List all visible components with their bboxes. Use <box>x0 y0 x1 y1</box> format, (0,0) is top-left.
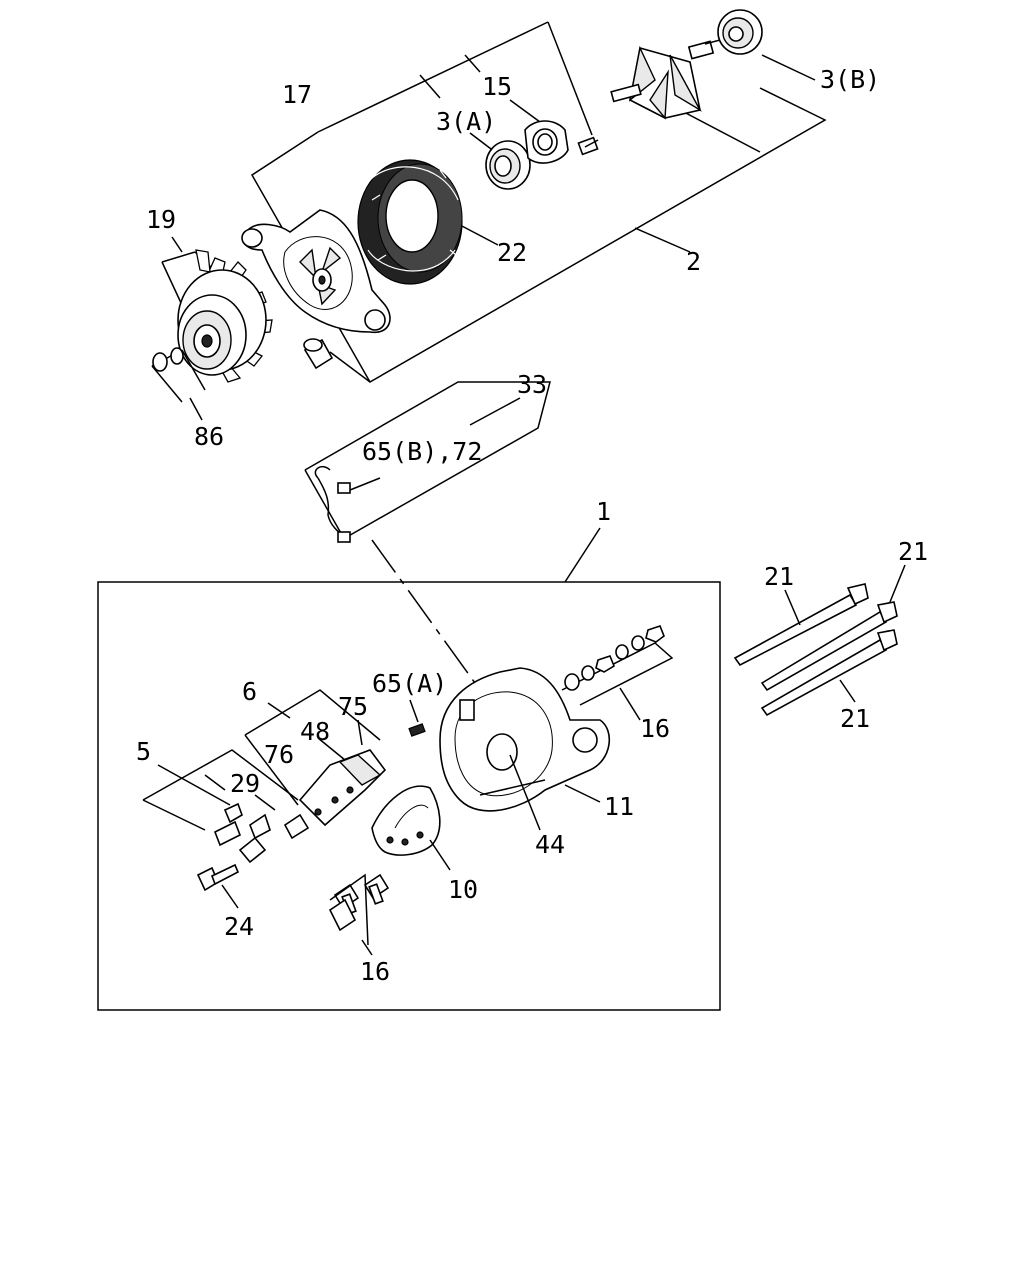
label-10: 10 <box>448 875 478 904</box>
bushing <box>303 338 334 370</box>
brush-holder-group <box>244 689 426 827</box>
label-21-right: 21 <box>898 537 928 566</box>
label-21-bottom: 21 <box>840 704 870 733</box>
label-2: 2 <box>686 247 701 276</box>
stator-22 <box>357 159 463 285</box>
label-17: 17 <box>282 80 312 109</box>
label-16-upper: 16 <box>640 714 670 743</box>
pulley-fan-19 <box>161 249 273 383</box>
harness-33 <box>304 381 551 691</box>
front-frame <box>241 209 391 334</box>
label-48: 48 <box>300 717 330 746</box>
label-29: 29 <box>230 769 260 798</box>
label-22: 22 <box>497 238 527 267</box>
label-5: 5 <box>136 737 151 766</box>
label-16-lower: 16 <box>360 957 390 986</box>
label-76: 76 <box>264 740 294 769</box>
washer-nut-86 <box>151 347 206 403</box>
label-1: 1 <box>596 497 611 526</box>
label-44: 44 <box>535 830 565 859</box>
rear-housing-11 <box>439 667 611 831</box>
label-75: 75 <box>338 692 368 721</box>
bolts-16-lower <box>328 873 390 956</box>
label-15: 15 <box>482 72 512 101</box>
label-19: 19 <box>146 205 176 234</box>
nuts-washers-16 <box>561 625 674 721</box>
bolt-24 <box>196 863 240 909</box>
retainer-plate-15 <box>524 120 569 164</box>
label-11: 11 <box>604 792 634 821</box>
rotor <box>610 39 721 120</box>
label-3a: 3(A) <box>436 107 496 136</box>
label-65b-72: 65(B),72 <box>362 437 482 466</box>
label-6: 6 <box>242 677 257 706</box>
bracket-5-29 <box>142 749 310 864</box>
part-labels: 17 15 3(A) 3(B) 19 22 2 86 33 65(B),72 1… <box>136 65 928 986</box>
leader-lines-upper <box>171 54 816 421</box>
bearing-3a <box>485 140 531 190</box>
label-24: 24 <box>224 912 254 941</box>
through-bolts-21 <box>733 564 906 717</box>
label-65a: 65(A) <box>372 669 447 698</box>
label-21-top: 21 <box>764 562 794 591</box>
bearing-3b <box>717 9 763 55</box>
label-86: 86 <box>194 422 224 451</box>
screw-small <box>577 136 599 156</box>
assembly-box-1 <box>97 527 721 1011</box>
label-33: 33 <box>517 370 547 399</box>
diode-plate-10 <box>371 785 451 871</box>
label-3b: 3(B) <box>820 65 880 94</box>
